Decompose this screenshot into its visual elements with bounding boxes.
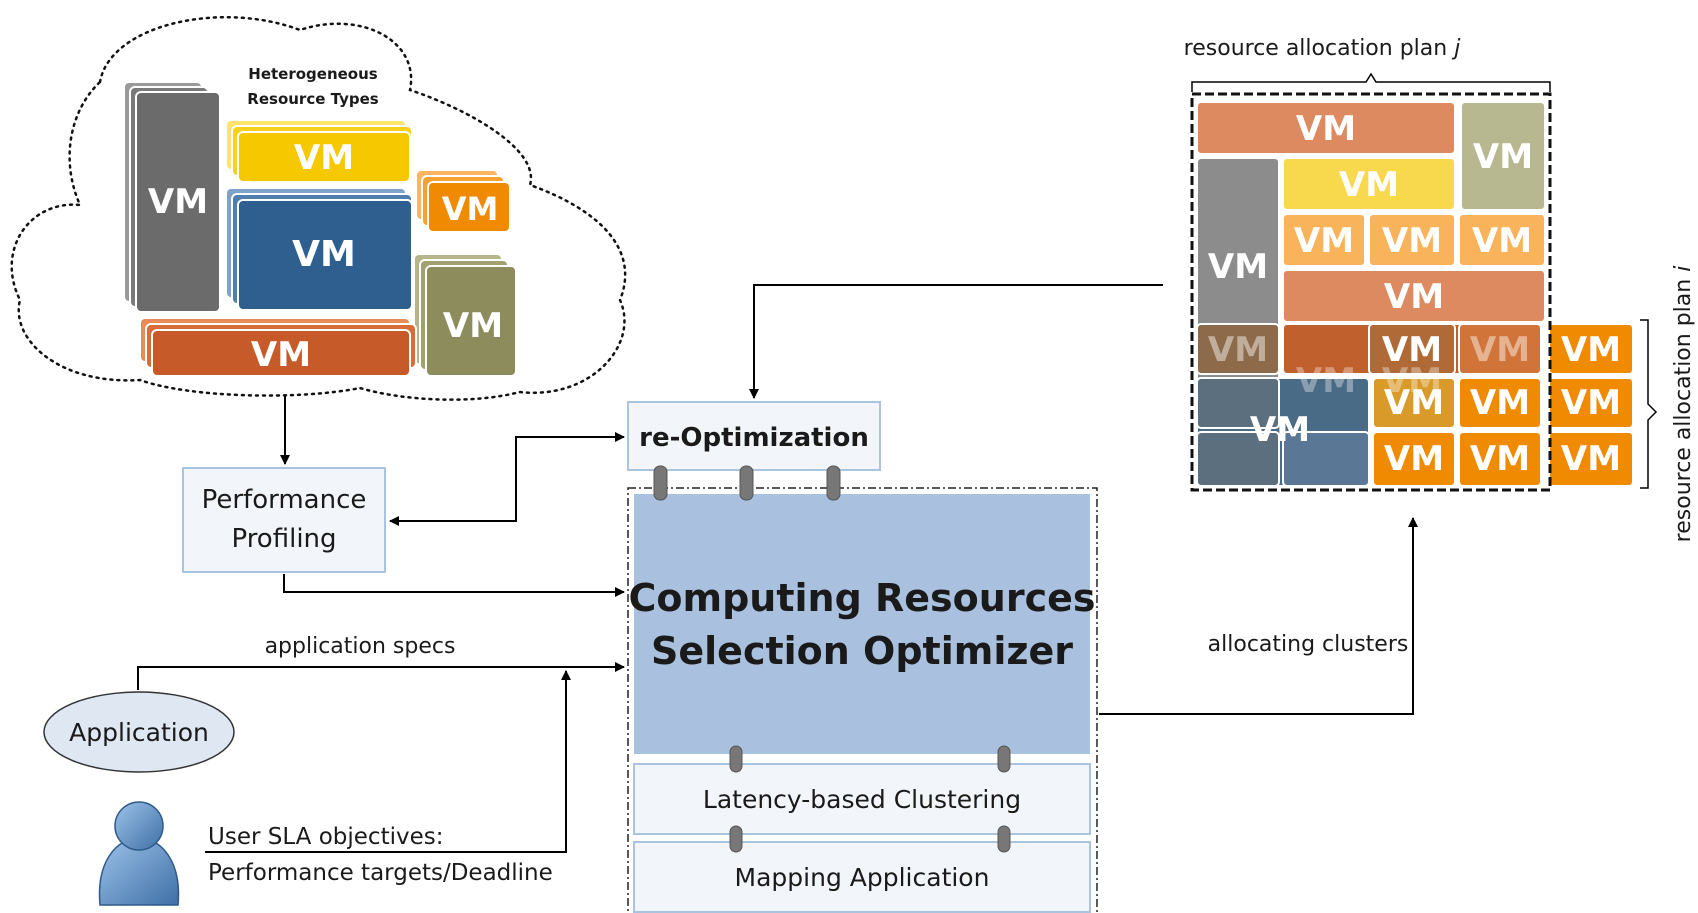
plan-i-caption: resource allocation plan i	[1671, 266, 1696, 543]
plan-vm	[1282, 213, 1366, 267]
svg-text:VM: VM	[1561, 439, 1621, 479]
svg-text:VM: VM	[1384, 277, 1444, 317]
vm-stack-gray: VM	[123, 81, 221, 313]
profiling-to-optimizer-arrow	[283, 574, 625, 597]
plan-vm	[1282, 269, 1546, 323]
vm-label: VM	[148, 182, 208, 222]
svg-text:VM: VM	[1470, 439, 1530, 479]
svg-text:VM: VM	[1339, 165, 1399, 205]
plan-vm	[1460, 101, 1546, 211]
vm-stack-orange: VM	[415, 169, 511, 233]
plan-vm	[1368, 323, 1456, 375]
optimizer-outline	[627, 487, 1098, 913]
plan-vm	[1196, 101, 1456, 155]
plan-j-brace	[1191, 72, 1551, 92]
svg-text:VM: VM	[1472, 221, 1532, 261]
vm-stack-blue: VM	[225, 187, 413, 311]
svg-text:VM: VM	[1382, 361, 1442, 401]
optimizer-core	[634, 494, 1090, 754]
app-specs-arrow	[137, 662, 625, 690]
optimizer-module: Computing Resources Selection Optimizer …	[627, 465, 1098, 913]
vm-label: VM	[251, 335, 311, 375]
cloud-title-line2: Resource Types	[247, 90, 378, 108]
clustering-label: Latency-based Clustering	[703, 785, 1021, 814]
re-optimization-box: re-Optimization	[627, 401, 881, 471]
optimizer-label-line1: Computing Resources	[629, 576, 1096, 620]
optimizer-label-line2: Selection Optimizer	[651, 629, 1073, 673]
vm-stack-rust: VM	[139, 317, 417, 377]
svg-text:VM: VM	[1470, 383, 1530, 423]
svg-text:VM: VM	[1382, 330, 1442, 370]
allocation-plans: resource allocation plan j resource allo…	[1184, 36, 1696, 542]
clustering-box	[633, 763, 1091, 835]
vm-label: VM	[443, 306, 503, 346]
sla-arrow	[205, 670, 571, 853]
svg-text:VM: VM	[1561, 383, 1621, 423]
profiling-label-line2: Profiling	[231, 524, 336, 554]
plan-j-caption: resource allocation plan j	[1184, 36, 1462, 61]
sla-label-line2: Performance targets/Deadline	[208, 860, 553, 886]
svg-text:VM: VM	[1561, 330, 1621, 370]
svg-text:VM: VM	[1208, 330, 1268, 370]
app-specs-label: application specs	[265, 634, 456, 659]
alloc-arrow	[1099, 517, 1418, 715]
plan-vm	[1196, 377, 1280, 429]
svg-text:VM: VM	[1473, 137, 1533, 177]
alloc-label: allocating clusters	[1208, 632, 1409, 657]
plan-vm-labels: VM VM VM VM VM VM VM VM VM VM VM VM VM V…	[1208, 109, 1621, 479]
plan-vm	[1458, 213, 1546, 267]
plan-vm	[1196, 431, 1280, 487]
vm-stack-yellow: VM	[225, 119, 413, 183]
cloud-title-line1: Heterogeneous	[248, 65, 378, 83]
svg-text:VM: VM	[1384, 439, 1444, 479]
resource-cloud: Heterogeneous Resource Types VM VM VM	[10, 15, 627, 401]
svg-text:VM: VM	[1384, 383, 1444, 423]
plan-vm	[1458, 377, 1542, 429]
profiling-label-line1: Performance	[202, 485, 367, 515]
reopt-label: re-Optimization	[639, 423, 869, 453]
cloud-outline	[10, 15, 627, 401]
plan-vm	[1282, 157, 1456, 211]
svg-text:VM: VM	[1208, 247, 1268, 287]
plan-vm	[1372, 377, 1456, 429]
mapping-box	[633, 841, 1091, 913]
plan-vm	[1196, 323, 1280, 375]
plan-vm	[1282, 431, 1370, 487]
svg-text:VM: VM	[1294, 221, 1354, 261]
svg-text:VM: VM	[1296, 109, 1356, 149]
sla-label-line1: User SLA objectives:	[208, 824, 443, 850]
vm-label: VM	[442, 190, 499, 228]
vm-label: VM	[292, 234, 356, 275]
plan-vm	[1458, 323, 1542, 375]
performance-profiling-box: Performance Profiling	[182, 467, 386, 573]
application-node: Application	[43, 691, 235, 773]
mapping-label: Mapping Application	[735, 863, 990, 892]
plan-i-brace	[1640, 319, 1658, 489]
plan-to-reopt-arrow	[749, 284, 1163, 399]
user-icon	[98, 801, 180, 906]
svg-text:VM: VM	[1382, 221, 1442, 261]
application-label: Application	[69, 718, 209, 747]
plan-vm	[1368, 213, 1456, 267]
svg-text:VM: VM	[1470, 330, 1530, 370]
svg-text:VM: VM	[1296, 361, 1356, 401]
plan-vm	[1372, 431, 1456, 487]
profiling-reopt-arrow	[389, 432, 625, 526]
vm-stack-olive: VM	[413, 253, 517, 377]
svg-text:VM: VM	[1250, 410, 1310, 450]
connector-pins	[653, 465, 1011, 853]
plan-vm	[1458, 431, 1542, 487]
vm-label: VM	[294, 138, 354, 178]
